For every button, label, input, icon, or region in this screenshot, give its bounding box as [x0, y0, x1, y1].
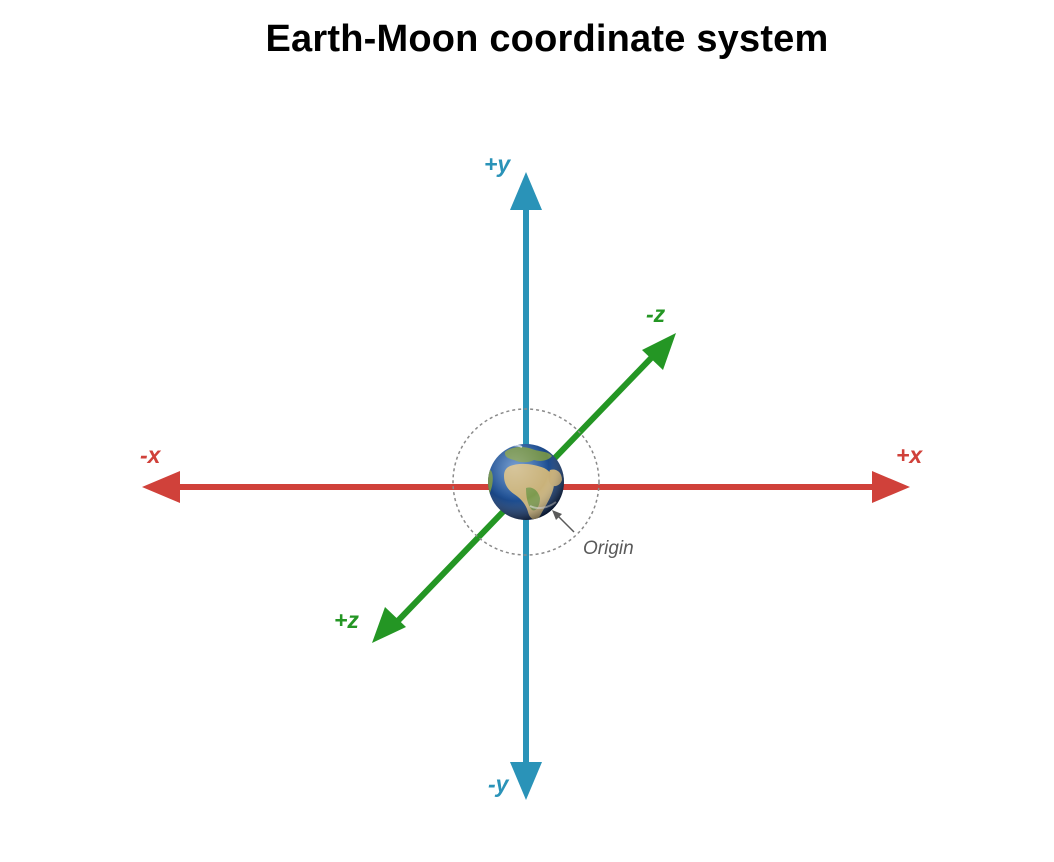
- orbit-circle: [452, 408, 600, 556]
- z-positive-label: +z: [334, 607, 359, 633]
- x-axis-positive-arrow: [872, 471, 910, 503]
- y-axis-negative-arrow: [510, 762, 542, 800]
- origin-pointer: [552, 510, 575, 533]
- z-negative-label: -z: [646, 301, 666, 327]
- x-negative-label: -x: [140, 442, 162, 468]
- page-title: Earth-Moon coordinate system: [265, 18, 829, 60]
- y-negative-label: -y: [488, 771, 510, 797]
- z-axis-negative-arrow: [642, 333, 676, 370]
- y-positive-label: +y: [484, 151, 511, 177]
- x-positive-label: +x: [896, 442, 923, 468]
- x-axis-negative-arrow: [142, 471, 180, 503]
- earth-icon: [488, 444, 564, 520]
- z-axis-positive-arrow: [372, 607, 406, 643]
- origin-label: Origin: [583, 538, 634, 559]
- y-axis-positive-arrow: [510, 172, 542, 210]
